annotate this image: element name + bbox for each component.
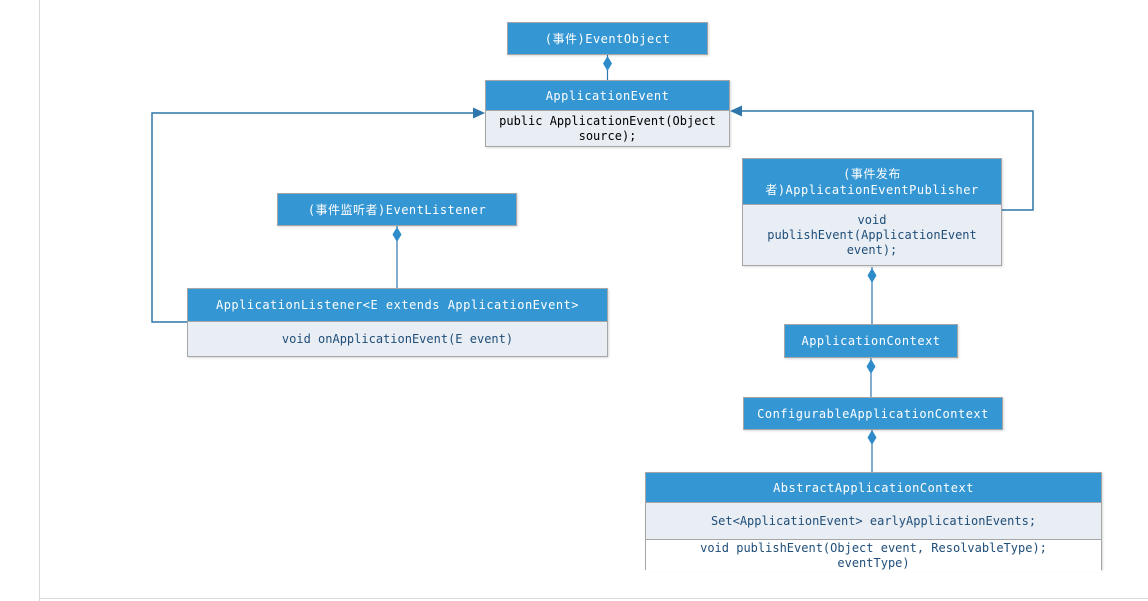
class-node-event-listener[interactable]: (事件监听者)EventListener bbox=[277, 193, 517, 226]
arrowhead-left-icon bbox=[730, 105, 742, 117]
class-member-row: void onApplicationEvent(E event) bbox=[188, 321, 607, 356]
class-header: AbstractApplicationContext bbox=[646, 473, 1101, 502]
composition-edge-publisher-applicationcontext bbox=[867, 267, 877, 324]
class-header: ApplicationListener<E extends Applicatio… bbox=[188, 289, 607, 321]
composition-edge-applicationcontext-configurable bbox=[866, 358, 876, 397]
class-field-row: Set<ApplicationEvent> earlyApplicationEv… bbox=[646, 502, 1101, 539]
class-node-application-event-publisher[interactable]: (事件发布 者)ApplicationEventPublisher void p… bbox=[742, 158, 1002, 266]
class-header: ApplicationContext bbox=[785, 325, 957, 357]
class-title: ApplicationListener<E extends Applicatio… bbox=[215, 298, 580, 312]
class-node-application-event[interactable]: ApplicationEvent public ApplicationEvent… bbox=[485, 80, 730, 147]
arrowhead-right-icon bbox=[473, 107, 485, 119]
class-method-row: void publishEvent(Object event, Resolvab… bbox=[646, 539, 1101, 572]
class-header: (事件)EventObject bbox=[508, 23, 707, 54]
class-header: (事件发布 者)ApplicationEventPublisher bbox=[743, 159, 1001, 204]
class-title: (事件)EventObject bbox=[544, 31, 671, 46]
class-node-application-listener[interactable]: ApplicationListener<E extends Applicatio… bbox=[187, 288, 608, 357]
class-node-abstract-application-context[interactable]: AbstractApplicationContext Set<Applicati… bbox=[645, 472, 1102, 572]
class-member: void publishEvent(ApplicationEvent event… bbox=[767, 212, 977, 257]
composition-diamond-icon bbox=[867, 430, 877, 445]
class-header: (事件监听者)EventListener bbox=[278, 194, 516, 225]
composition-diamond-icon bbox=[392, 227, 402, 242]
class-title: AbstractApplicationContext bbox=[773, 480, 974, 495]
class-title: ConfigurableApplicationContext bbox=[757, 406, 989, 421]
class-title: ApplicationContext bbox=[801, 334, 941, 348]
composition-edge-eventobject-applicationevent bbox=[603, 55, 612, 80]
class-member: void onApplicationEvent(E event) bbox=[281, 331, 514, 346]
class-title: (事件发布 者)ApplicationEventPublisher bbox=[765, 166, 979, 197]
class-header: ApplicationEvent bbox=[486, 81, 729, 110]
association-edge-publisher-to-event bbox=[730, 105, 1034, 211]
class-node-configurable-application-context[interactable]: ConfigurableApplicationContext bbox=[743, 397, 1003, 430]
class-member-row: public ApplicationEvent(Object source); bbox=[486, 110, 729, 146]
association-edge-listener-to-event bbox=[151, 107, 485, 323]
class-field: Set<ApplicationEvent> earlyApplicationEv… bbox=[710, 513, 1037, 528]
class-node-event-object[interactable]: (事件)EventObject bbox=[507, 22, 708, 55]
class-header: ConfigurableApplicationContext bbox=[744, 398, 1002, 429]
composition-diamond-icon bbox=[603, 56, 612, 71]
composition-diamond-icon bbox=[867, 268, 877, 283]
composition-edge-eventlistener-applicationlistener bbox=[392, 226, 402, 288]
composition-diamond-icon bbox=[866, 359, 876, 374]
class-member-row: void publishEvent(ApplicationEvent event… bbox=[743, 204, 1001, 265]
class-title: (事件监听者)EventListener bbox=[307, 202, 487, 217]
class-node-application-context[interactable]: ApplicationContext bbox=[784, 324, 958, 358]
class-member: public ApplicationEvent(Object source); bbox=[499, 113, 716, 143]
class-title: ApplicationEvent bbox=[545, 88, 670, 103]
class-method: void publishEvent(Object event, Resolvab… bbox=[700, 541, 1047, 570]
composition-edge-configurable-abstract bbox=[867, 429, 877, 472]
